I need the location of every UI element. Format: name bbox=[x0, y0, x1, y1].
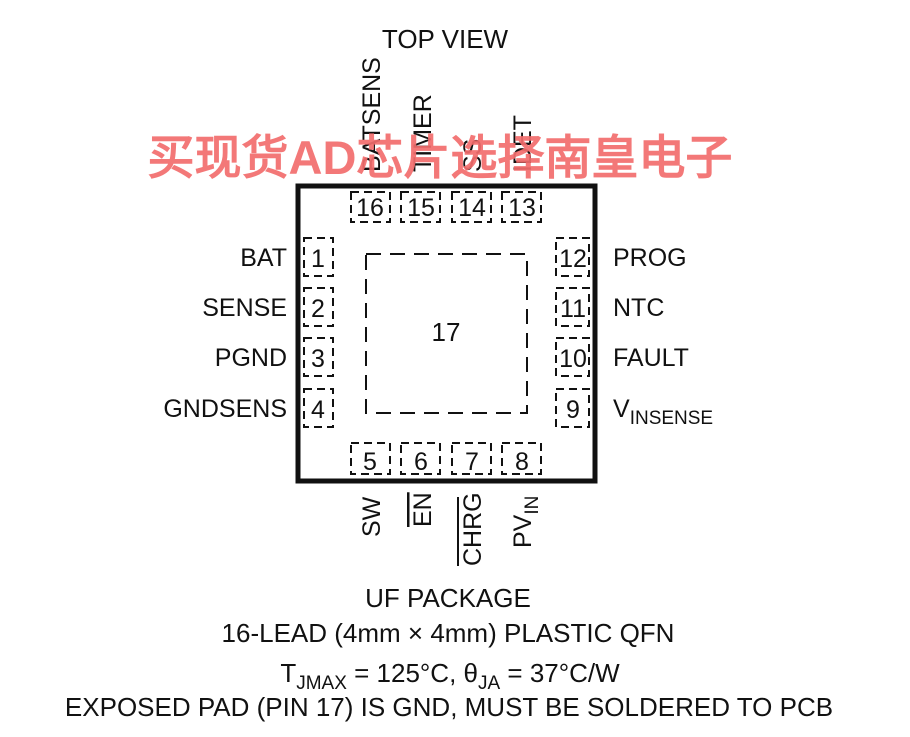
top-pin-15: 15 TIMER bbox=[400, 94, 441, 223]
left-pin-4: 4 GNDSENS bbox=[163, 388, 334, 428]
exposed-pad-number: 17 bbox=[432, 317, 461, 347]
theta-value: = 37°C/W bbox=[500, 658, 620, 688]
pin-pad bbox=[501, 191, 542, 223]
pin-name: NTC bbox=[613, 294, 664, 322]
pin-pad bbox=[555, 337, 590, 377]
pin-pad bbox=[350, 191, 391, 223]
pin-number: 13 bbox=[508, 194, 536, 222]
pin-number: 1 bbox=[311, 245, 325, 273]
pin-number: 8 bbox=[515, 448, 529, 476]
right-pin-12: 12 PROG bbox=[555, 237, 687, 277]
pin-name: EN bbox=[409, 492, 437, 527]
pin-number: 11 bbox=[560, 295, 586, 323]
pin-pad bbox=[501, 442, 542, 475]
pin-pad bbox=[400, 442, 441, 475]
pin-name-subscript: INSENSE bbox=[630, 408, 713, 429]
pin-name: SS bbox=[459, 139, 487, 172]
pin-number: 9 bbox=[566, 396, 580, 424]
pin-number: 4 bbox=[311, 396, 325, 424]
pin-pad bbox=[555, 237, 590, 277]
pin-pad bbox=[555, 388, 590, 428]
pin-pad bbox=[303, 388, 334, 428]
package-description: 16-LEAD (4mm × 4mm) PLASTIC QFN bbox=[222, 618, 675, 648]
bottom-pin-5: 5 SW bbox=[350, 442, 391, 537]
left-pin-3: 3 PGND bbox=[215, 337, 334, 377]
top-pin-14: 14 SS bbox=[451, 139, 492, 223]
pin-name-subscript: IN bbox=[522, 496, 543, 515]
pin-name: SW bbox=[358, 496, 386, 537]
pin-number: 6 bbox=[414, 448, 428, 476]
bottom-pin-8: 8 PVIN bbox=[501, 442, 543, 548]
pin-name-main: PV bbox=[509, 514, 537, 548]
pin-pad bbox=[451, 191, 492, 223]
pin-name: PGND bbox=[215, 344, 287, 372]
pin-number: 10 bbox=[559, 345, 587, 373]
bottom-pin-6: 6 EN bbox=[400, 442, 441, 527]
pin-name-main: V bbox=[613, 395, 630, 423]
top-pin-13: 13 IDET bbox=[501, 115, 542, 223]
left-pin-1: 1 BAT bbox=[240, 237, 334, 277]
pin-name: BAT bbox=[240, 244, 287, 272]
pin-number: 14 bbox=[458, 194, 486, 222]
pin-number: 7 bbox=[465, 448, 479, 476]
pin-name: PROG bbox=[613, 244, 687, 272]
pin-pad bbox=[303, 287, 334, 327]
tj-subscript: JMAX bbox=[296, 673, 347, 694]
left-pin-2: 2 SENSE bbox=[202, 287, 334, 327]
pin-name: BATSENS bbox=[358, 57, 386, 172]
tj-value: = 125°C, bbox=[347, 658, 464, 688]
pin-pad bbox=[350, 442, 391, 475]
exposed-pad-note: EXPOSED PAD (PIN 17) IS GND, MUST BE SOL… bbox=[65, 692, 833, 722]
pin-pad bbox=[303, 337, 334, 377]
right-pin-11: 11 NTC bbox=[555, 287, 664, 327]
theta-subscript: JA bbox=[478, 673, 501, 694]
thermal-spec: TJMAX = 125°C, θJA = 37°C/W bbox=[280, 658, 620, 694]
bottom-pin-7: 7 CHRG bbox=[451, 442, 492, 566]
pin-name: TIMER bbox=[409, 94, 437, 172]
theta-symbol: θ bbox=[464, 658, 478, 688]
pin-pad bbox=[555, 287, 590, 327]
right-pin-9: 9 VINSENSE bbox=[555, 388, 713, 429]
pin-name: PVIN bbox=[509, 496, 543, 548]
pin-name: CHRG bbox=[459, 492, 487, 566]
pin-number: 15 bbox=[407, 194, 435, 222]
pin-pad bbox=[303, 237, 334, 277]
pin-number: 12 bbox=[559, 245, 587, 273]
pin-number: 3 bbox=[311, 345, 325, 373]
top-pin-16: 16 BATSENS bbox=[350, 57, 391, 223]
pin-pad bbox=[400, 191, 441, 223]
package-name: UF PACKAGE bbox=[365, 583, 531, 613]
tj-symbol: T bbox=[280, 658, 296, 688]
pin-name: FAULT bbox=[613, 344, 689, 372]
watermark-text: 买现货AD芯片选择南皇电子 bbox=[148, 131, 733, 184]
right-pin-10: 10 FAULT bbox=[555, 337, 689, 377]
pin-name: VINSENSE bbox=[613, 395, 713, 429]
pin-pad bbox=[451, 442, 492, 475]
package-outline bbox=[295, 183, 598, 484]
pin-number: 2 bbox=[311, 295, 325, 323]
pin-number: 5 bbox=[363, 448, 377, 476]
pin-number: 16 bbox=[356, 194, 384, 222]
view-label: TOP VIEW bbox=[382, 24, 509, 54]
pin-name: IDET bbox=[509, 115, 537, 172]
pin-name: GNDSENS bbox=[163, 395, 287, 423]
pin-name: SENSE bbox=[202, 294, 287, 322]
exposed-pad-outline bbox=[365, 253, 528, 414]
